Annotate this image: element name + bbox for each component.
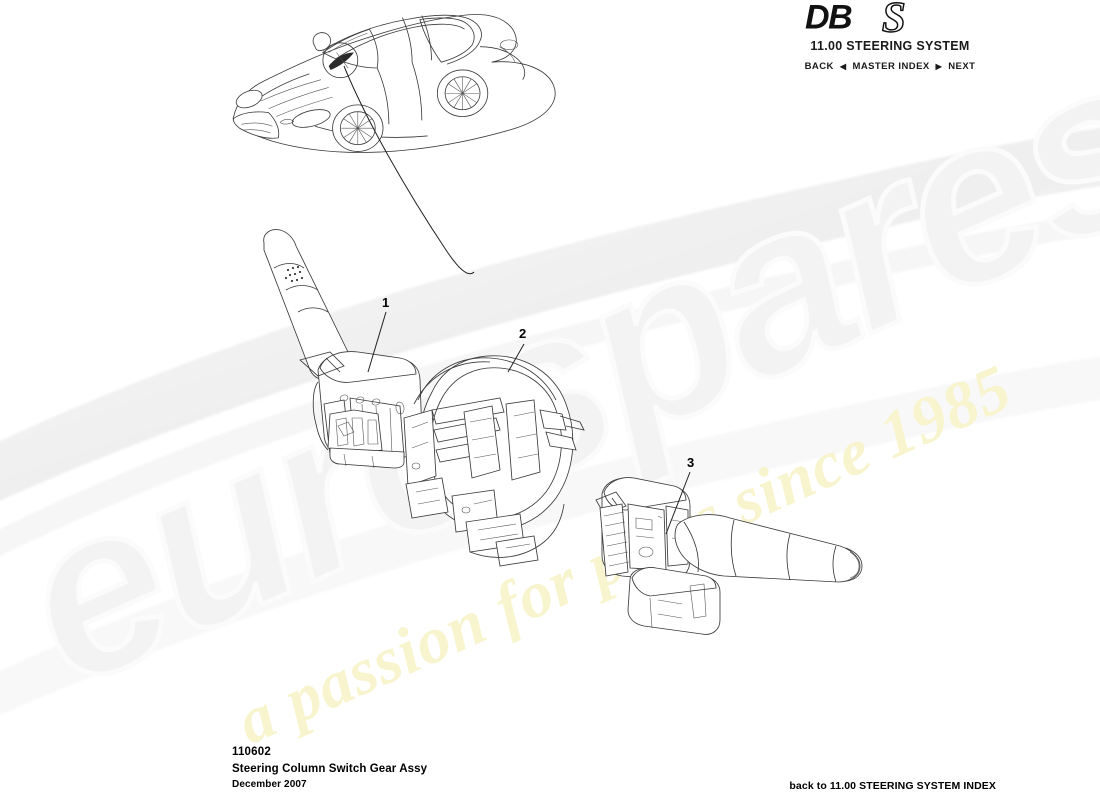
callout-number-3: 3: [687, 455, 695, 470]
brand-letters-db: DB: [805, 2, 852, 36]
callout-number-2: 2: [519, 326, 527, 341]
vehicle-illustration: [232, 14, 556, 153]
page-title: 11.00 STEERING SYSTEM: [810, 39, 970, 53]
next-arrow-icon: ▶: [935, 61, 943, 71]
back-arrow-icon: ◀: [839, 61, 847, 71]
part-number: 110602: [232, 746, 271, 759]
brand-letter-s: S: [882, 2, 906, 36]
nav-master-index-link[interactable]: MASTER INDEX: [852, 61, 930, 72]
navigation-bar: BACK ◀ MASTER INDEX ▶ NEXT: [680, 61, 1100, 72]
footer-part-info: 110602 Steering Column Switch Gear Assy …: [232, 744, 427, 792]
dbs-brand-logo: DB S: [805, 2, 906, 36]
assembly-name: Steering Column Switch Gear Assy: [232, 762, 428, 775]
nav-next-link[interactable]: NEXT: [948, 61, 976, 72]
page-header: DB S 11.00 STEERING SYSTEM BACK ◀ MASTER…: [680, 0, 1100, 72]
back-to-index-link[interactable]: back to 11.00 STEERING SYSTEM INDEX: [789, 780, 996, 792]
part-2-switch-housing-clockspring: [403, 355, 585, 567]
document-date: December 2007: [232, 778, 307, 790]
part-3-right-column-stalk-switch: [595, 477, 863, 635]
part-1-left-column-stalk-switch: [263, 229, 423, 469]
nav-back-link[interactable]: BACK: [804, 61, 834, 72]
callout-number-1: 1: [382, 295, 390, 310]
